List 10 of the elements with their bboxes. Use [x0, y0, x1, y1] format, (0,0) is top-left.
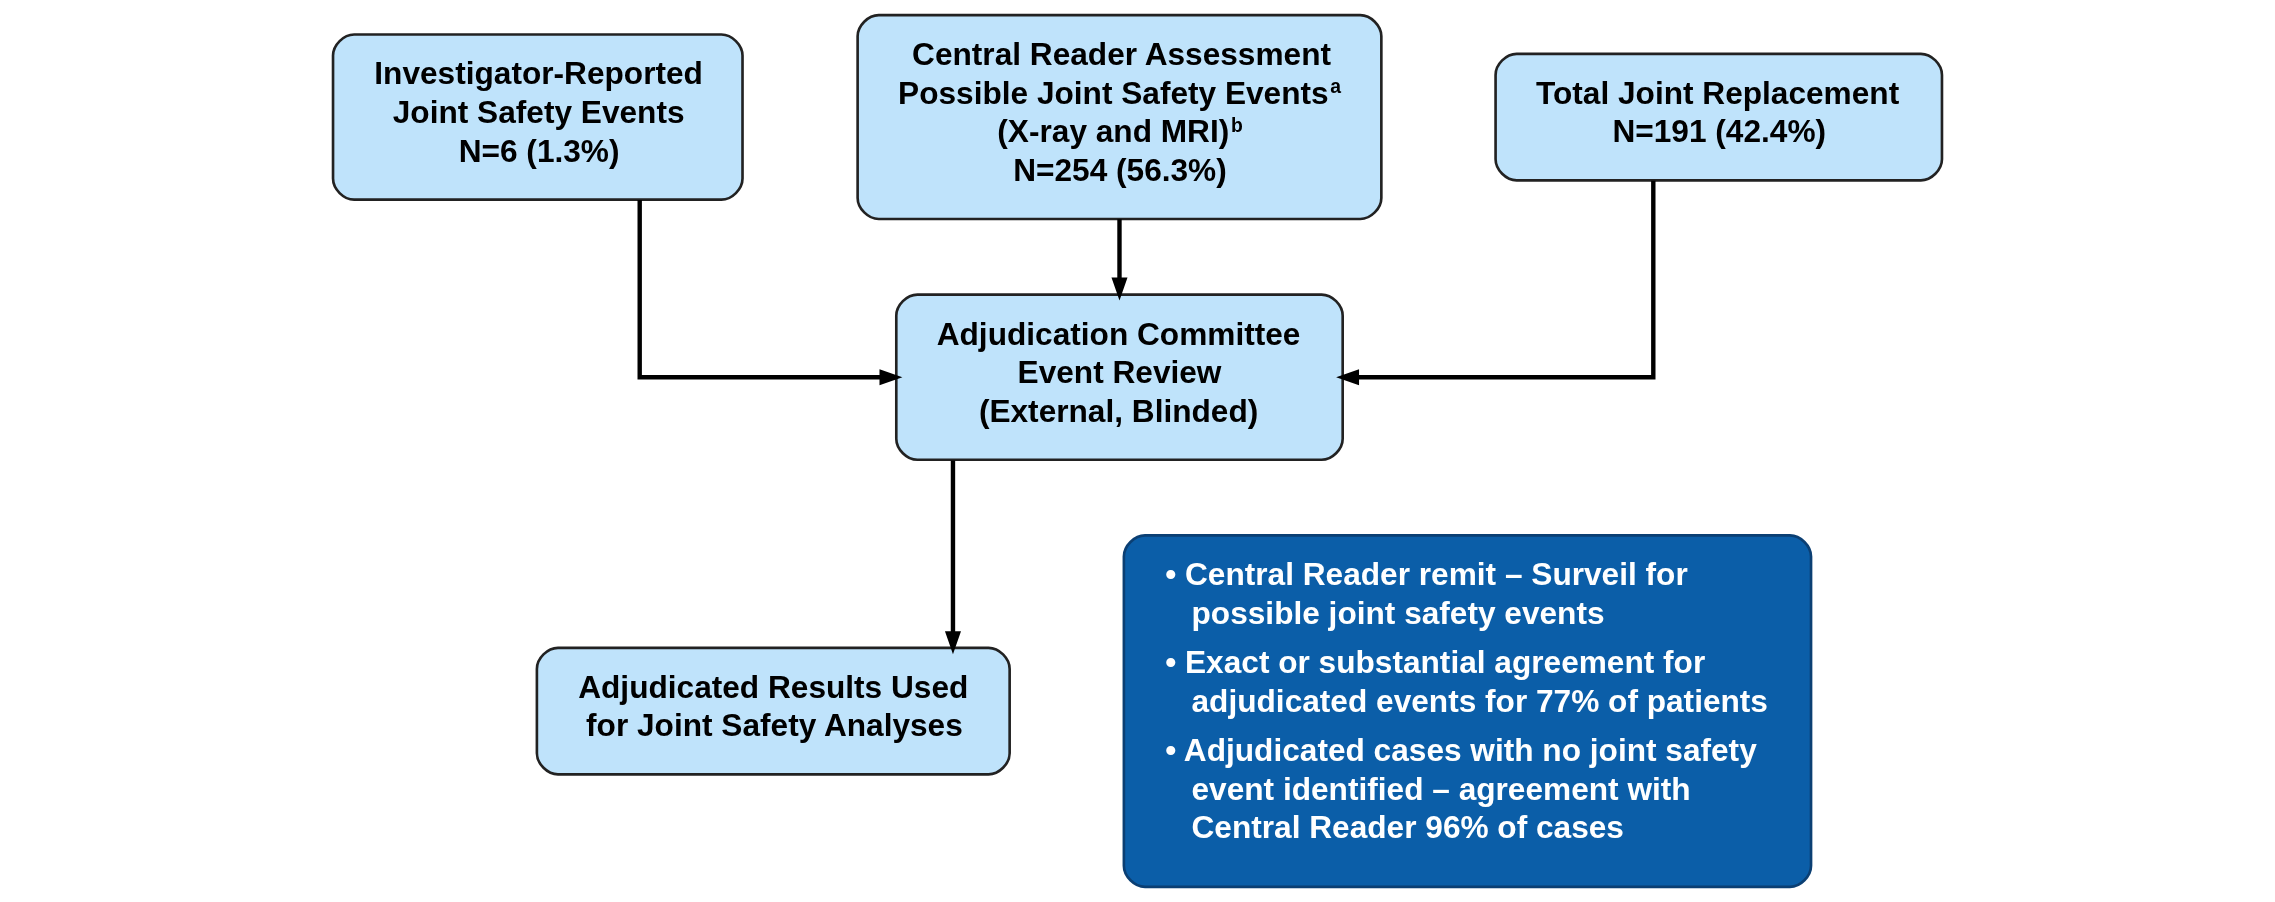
node-box: Total Joint Replacement N=191 (42.4%): [1494, 52, 1944, 182]
arrow: [637, 200, 903, 386]
node-box: Investigator-Reported Joint Safety Events N=6 (1.3%): [331, 33, 744, 201]
node-box: Adjudication Committee Event Review (External, Blinded): [894, 293, 1344, 462]
node-box: Central Reader Assessment Possible Joint Safety Events$^{a}$ (X-ray and MRI)$^{b}$ N=254 (56.3%): [856, 13, 1383, 221]
node-box: Adjudicated Results Used for Joint Safety Analyses: [535, 646, 1011, 776]
arrow: [1336, 180, 1656, 386]
node-box: • Central Reader remit – Surveil for possible joint safety events • Exact or substantial agreement for adjudicated events for 77% of patients • Adjudicated cases with no joint safety event identified – agreement with Central Reader 96% of cases: [1122, 534, 1813, 889]
arrow: [1111, 219, 1128, 301]
arrow: [944, 460, 961, 655]
